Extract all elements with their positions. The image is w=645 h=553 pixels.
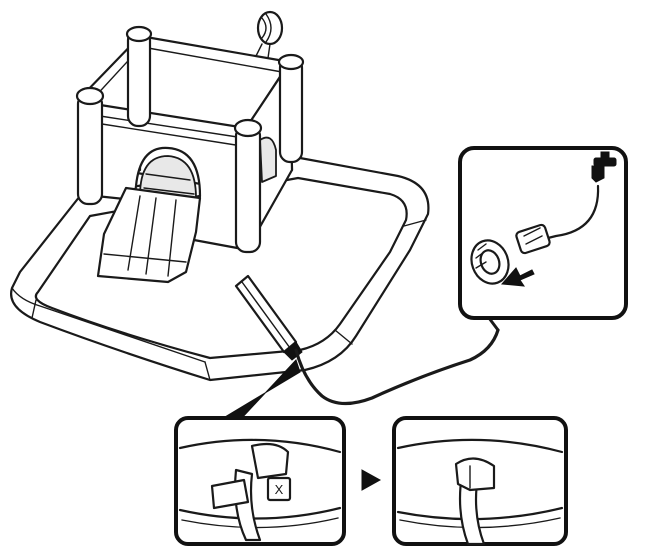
- blower-fan: [256, 12, 282, 58]
- detail-panel-before: X: [176, 418, 344, 544]
- triangle-right-icon: [362, 470, 380, 490]
- faucet-connection-panel: [460, 148, 626, 318]
- tag-label: X: [275, 482, 284, 497]
- detail-panel-after: [394, 418, 566, 544]
